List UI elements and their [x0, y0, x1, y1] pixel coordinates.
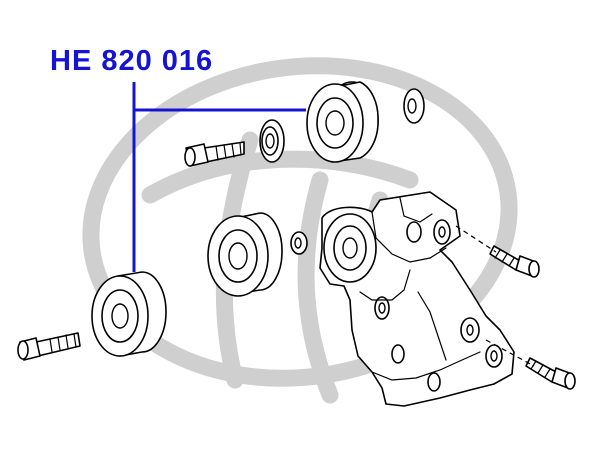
- leader-lines: [132, 82, 306, 272]
- bolt-right-upper: [489, 245, 540, 278]
- washer-top: [403, 88, 425, 124]
- part-number-label: HE 820 016: [50, 45, 214, 77]
- spacer-right: [290, 231, 308, 255]
- bolt-right-lower: [525, 357, 576, 390]
- tensioner-bracket: [319, 191, 535, 407]
- bolt-left: [17, 332, 81, 361]
- bolt-top: [184, 141, 245, 167]
- idler-pulley-bottom: [91, 271, 167, 357]
- idler-pulley-top: [306, 81, 379, 163]
- idler-pulley-middle: [207, 212, 283, 297]
- washer-middle: [259, 119, 285, 163]
